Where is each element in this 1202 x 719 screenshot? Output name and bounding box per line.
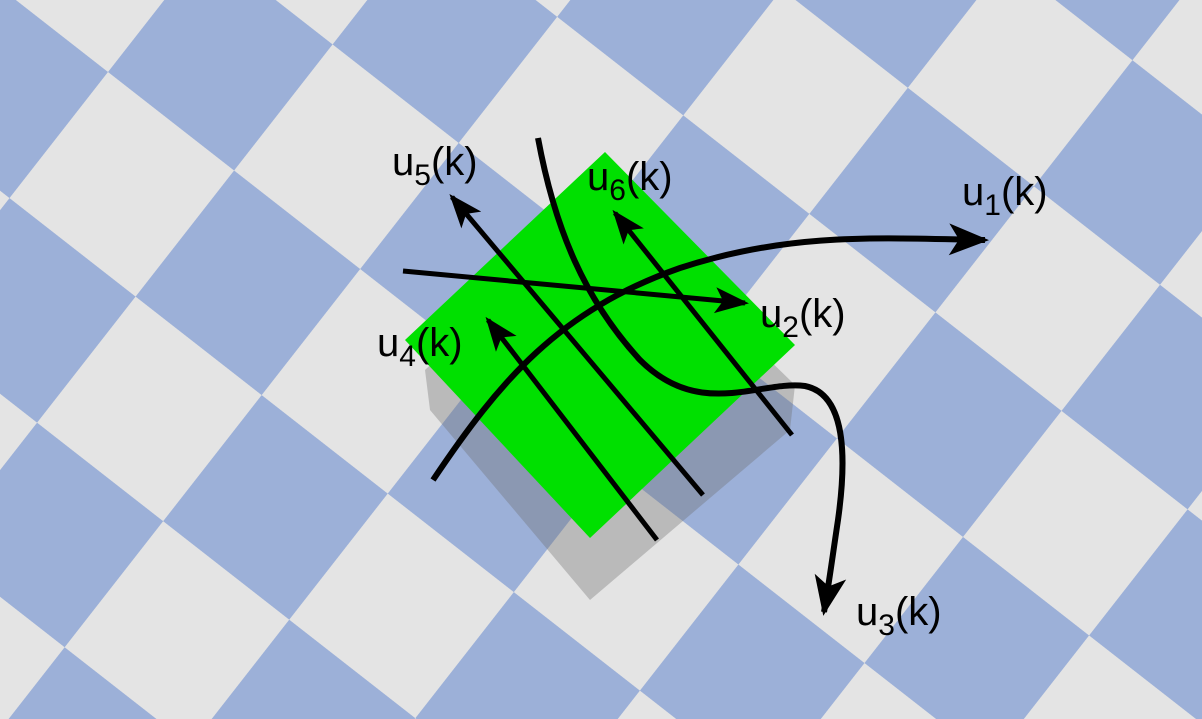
label-u3: u3(k) [856,590,942,642]
flow-line-u5 [449,193,705,497]
label-u4: u4(k) [377,321,463,373]
flow-curve-u1 [430,223,989,482]
label-u5: u5(k) [392,140,478,192]
label-u6: u6(k) [587,155,673,207]
flow-curve-u3 [535,137,847,616]
green-plate [405,152,795,538]
flow-line-u4 [485,316,659,542]
label-u1: u1(k) [962,170,1048,222]
label-u2: u2(k) [760,292,846,344]
flow-line-u2 [402,268,749,314]
flow-line-u6 [612,209,794,437]
